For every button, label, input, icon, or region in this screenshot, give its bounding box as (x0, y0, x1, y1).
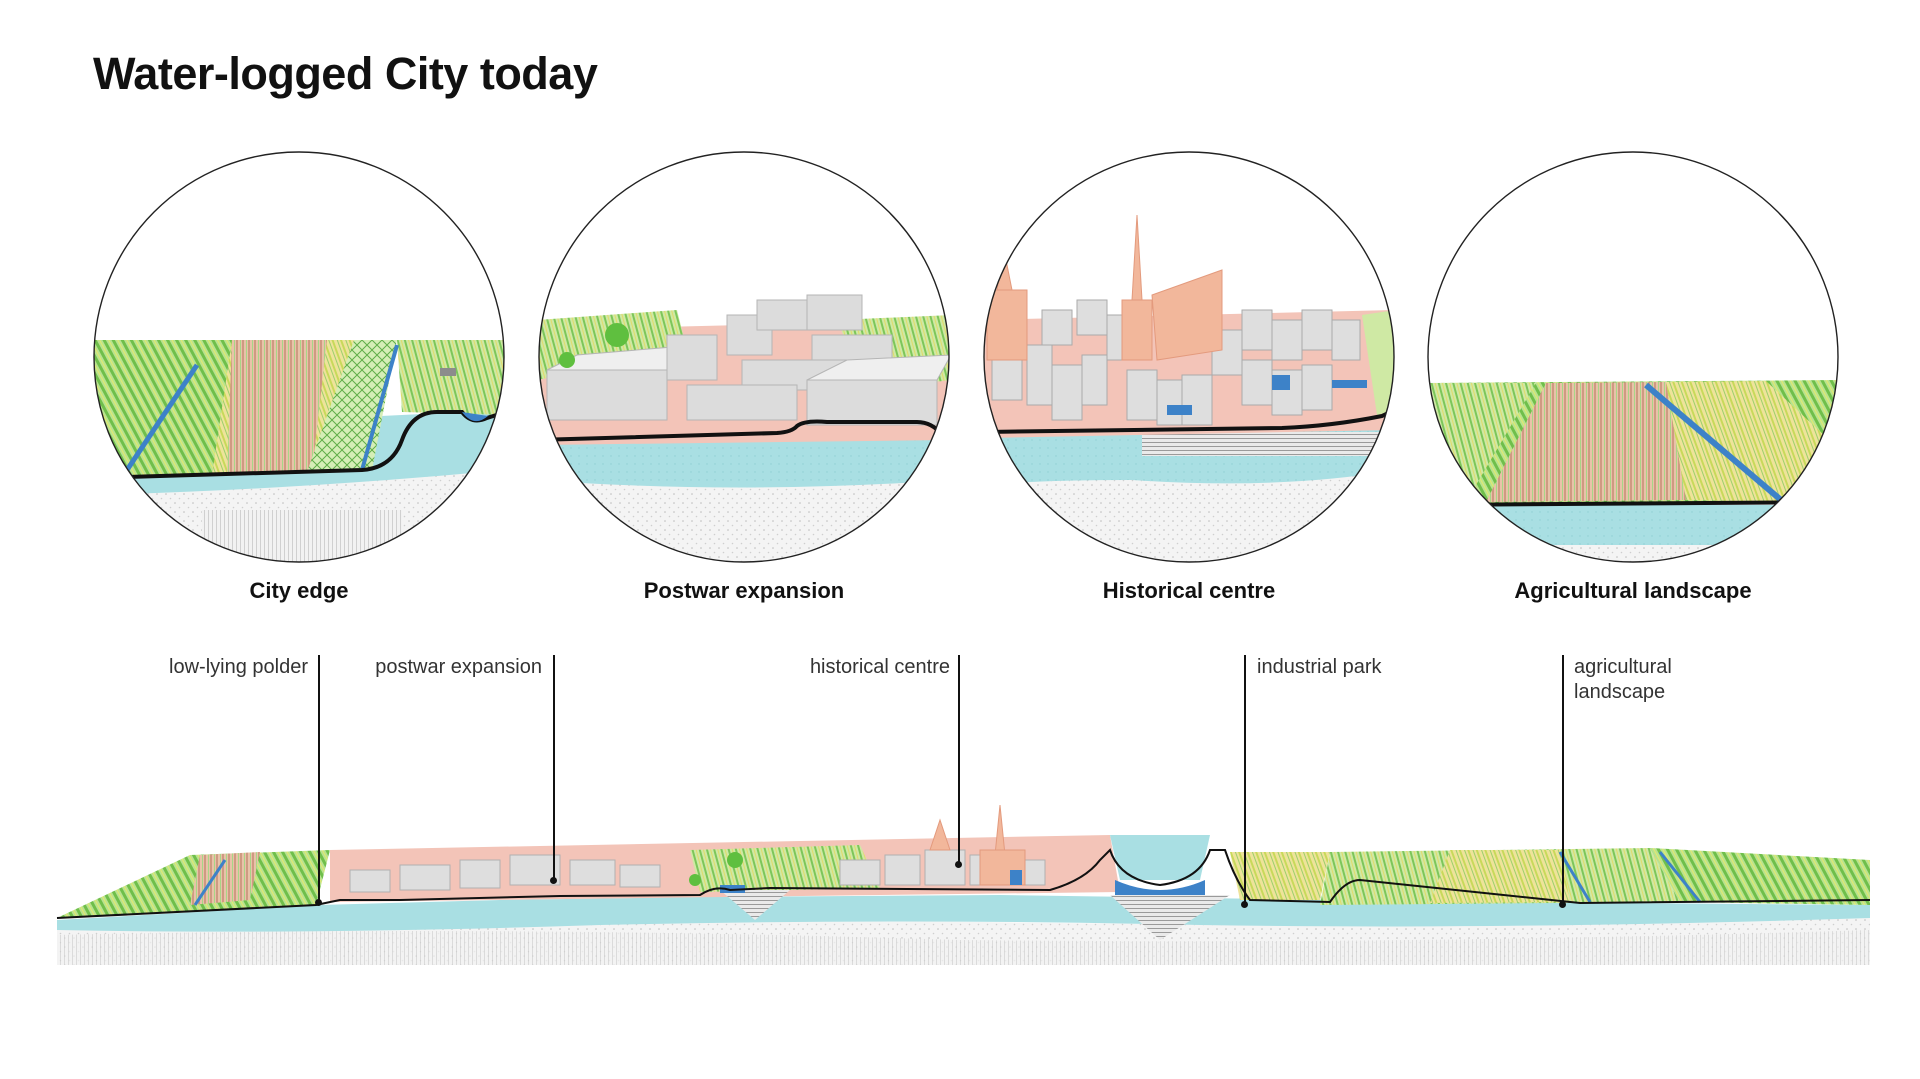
callout-agricultural-line1: agricultural (1574, 656, 1672, 678)
leader-line-agricultural-landscape (1562, 655, 1564, 905)
leader-line-postwar-expansion (553, 655, 555, 881)
caption-postwar-expansion: Postwar expansion (643, 578, 845, 603)
agricultural-landscape-illustration (1427, 151, 1839, 563)
leader-line-industrial-park (1244, 655, 1246, 905)
city-edge-illustration (93, 151, 505, 563)
circle-postwar-expansion (537, 150, 951, 564)
callout-agricultural-landscape: agricultural landscape (1574, 655, 1774, 705)
circle-agricultural-landscape (1426, 150, 1840, 564)
callout-historical-centre: historical centre (809, 656, 950, 678)
circle-historical-centre (982, 150, 1396, 564)
circle-city-edge (92, 150, 506, 564)
callout-postwar-expansion: postwar expansion (375, 656, 542, 678)
page-title: Water-logged City today (93, 48, 598, 99)
caption-agricultural-landscape: Agricultural landscape (1514, 578, 1752, 603)
callout-industrial-park: industrial park (1257, 656, 1382, 678)
historical-centre-illustration (983, 151, 1395, 563)
leader-dot-historical-centre (955, 861, 962, 868)
callout-agricultural-line2: landscape (1574, 681, 1666, 703)
leader-line-historical-centre (958, 655, 960, 865)
leader-line-low-lying-polder (318, 655, 320, 903)
callout-low-lying-polder: low-lying polder (169, 656, 308, 678)
leader-dot-industrial-park (1241, 901, 1248, 908)
leader-dot-low-lying-polder (315, 899, 322, 906)
caption-city-edge: City edge (249, 578, 349, 603)
leader-dot-agricultural-landscape (1559, 901, 1566, 908)
caption-historical-centre: Historical centre (1102, 578, 1276, 603)
postwar-expansion-illustration (538, 151, 950, 563)
leader-dot-postwar-expansion (550, 877, 557, 884)
